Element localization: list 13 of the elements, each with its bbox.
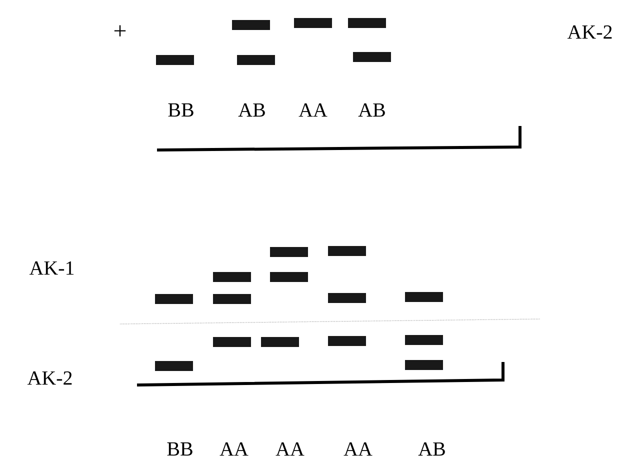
genotype-label: AB [358, 103, 385, 117]
genotype-label: AB [238, 103, 265, 117]
genotype-label: AA [344, 442, 372, 456]
genotype-label: AA [276, 442, 304, 456]
track-label: AK-2 [27, 371, 72, 385]
genotype-label: AA [298, 103, 328, 117]
genotype-label: BB [168, 103, 194, 117]
genotype-label: BB [167, 442, 192, 456]
genotype-label: AA [220, 442, 248, 456]
track-label: AK-2 [567, 25, 612, 39]
track-label: AK-1 [29, 261, 74, 275]
sign-label: + [114, 25, 126, 36]
genotype-label: AB [418, 442, 445, 456]
